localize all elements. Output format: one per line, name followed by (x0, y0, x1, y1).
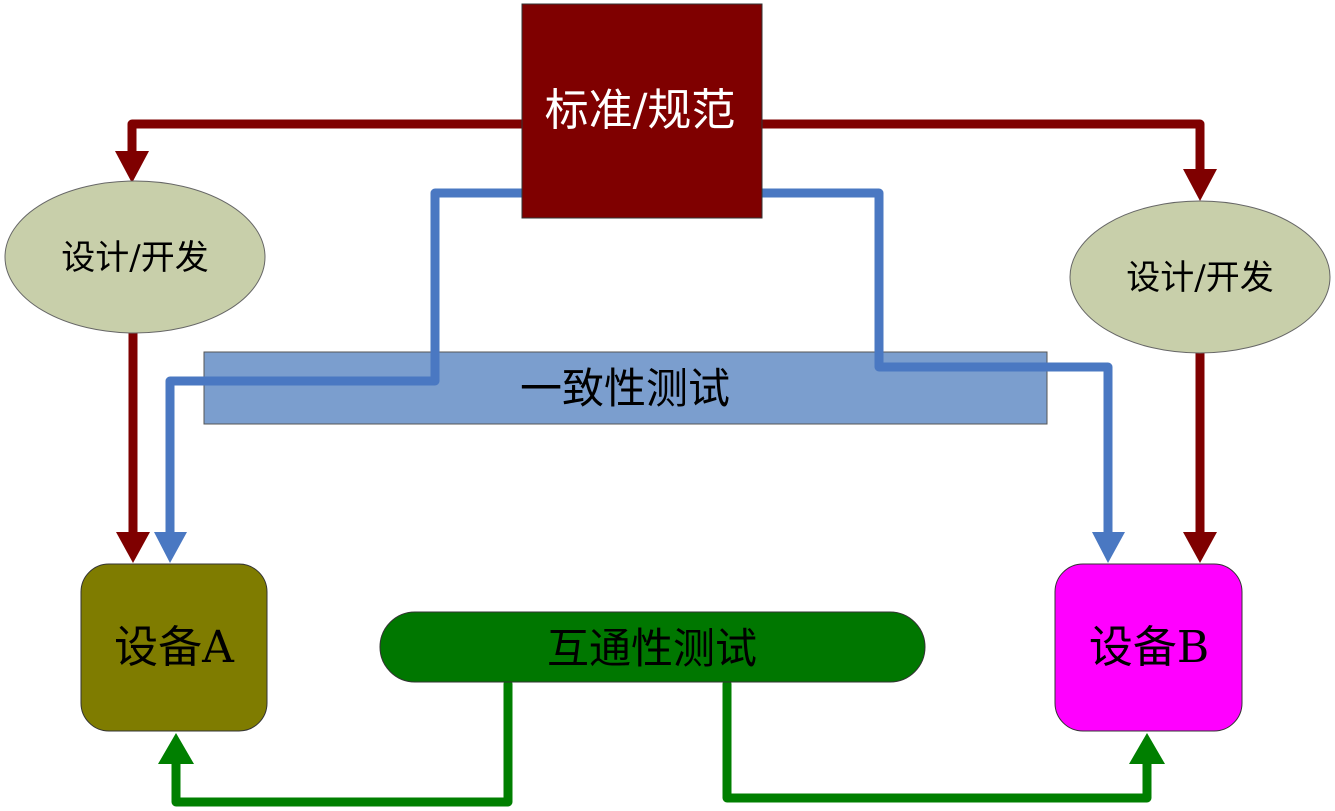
design-ellipse-right (1069, 200, 1331, 354)
interop-arrowhead-left (158, 733, 194, 764)
interop-connector-left (171, 679, 513, 807)
conformance-arrowhead-left (154, 532, 187, 563)
device-a-box (80, 563, 268, 732)
design-arrowhead-top-right (1183, 169, 1217, 201)
design-right-label: 设计/开发 (1126, 258, 1273, 298)
interop-test-pill (379, 611, 926, 683)
design-arrowhead-top-left (115, 151, 149, 183)
device-b-label: 设备B (1089, 622, 1209, 673)
design-ellipse-left (4, 180, 266, 334)
design-arrowhead-bottom-right (1183, 532, 1217, 563)
standard-box (521, 3, 763, 219)
interop-connector-right (722, 679, 1152, 803)
interop-arrowhead-right (1129, 733, 1165, 764)
standard-label: 标准/规范 (545, 85, 736, 136)
conformance-arrowhead-right (1092, 532, 1125, 563)
design-arrowhead-bottom-left (116, 532, 150, 563)
device-b-box (1054, 563, 1243, 732)
conformance-connector-right (757, 188, 1113, 539)
conformance-connector-left (165, 188, 527, 539)
design-left-label: 设计/开发 (61, 238, 208, 278)
design-connector-top-left (127, 119, 527, 157)
device-a-label: 设备A (114, 622, 235, 673)
conformance-test-label: 一致性测试 (520, 364, 730, 413)
design-connector-top-right (757, 119, 1205, 175)
interop-test-label: 互通性测试 (547, 624, 757, 673)
